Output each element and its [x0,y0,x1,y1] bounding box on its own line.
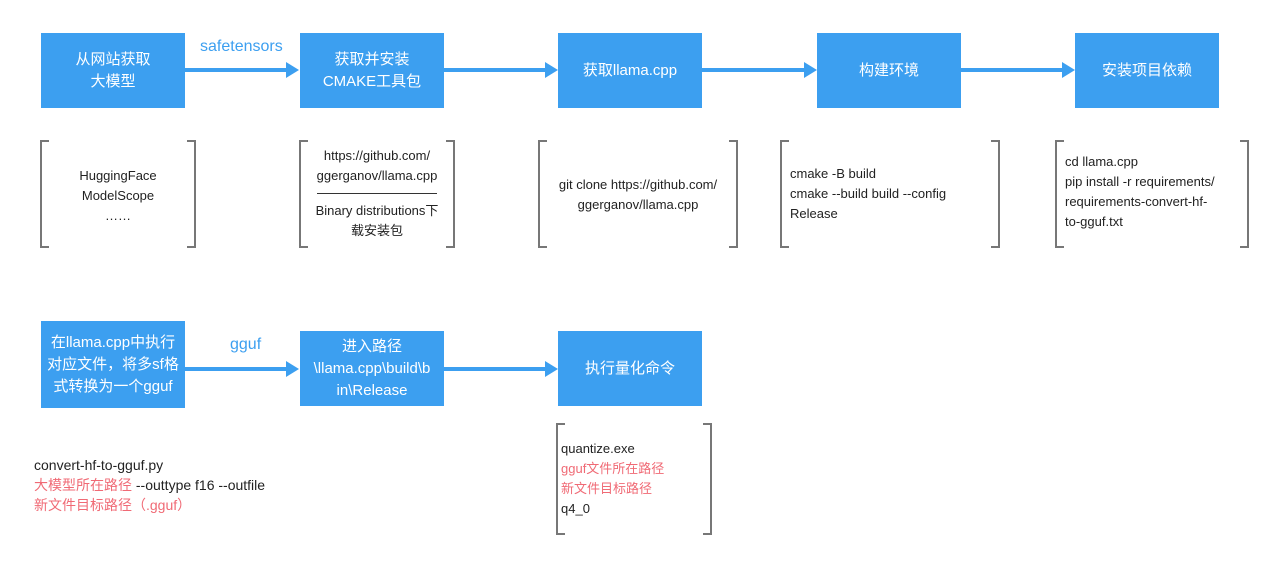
arrow-5 [185,361,299,377]
step-convert-gguf: 在llama.cpp中执行 对应文件，将多sf格 式转换为一个gguf [41,321,185,408]
note-convert-command: convert-hf-to-gguf.py 大模型所在路径 --outtype … [34,457,266,513]
note-git-clone: git clone https://github.com/ ggerganov/… [538,140,738,248]
step-install-deps: 安装项目依赖 [1075,33,1219,108]
note-model-sources: HuggingFace ModelScope …… [40,140,196,248]
arrow-1 [185,62,299,78]
step-install-cmake: 获取并安装 CMAKE工具包 [300,33,444,108]
arrow-label-gguf: gguf [230,336,262,353]
step-enter-path: 进入路径 \llama.cpp\build\b in\Release [300,331,444,406]
arrow-label-safetensors: safetensors [200,38,283,55]
arrow-2 [444,62,558,78]
arrow-3 [702,62,817,78]
note-cmake-source: https://github.com/ ggerganov/llama.cpp … [299,140,455,248]
step-get-llama-cpp: 获取llama.cpp [558,33,702,108]
note-divider [317,193,437,194]
step-build-env: 构建环境 [817,33,961,108]
note-quantize-command: quantize.exe gguf文件所在路径 新文件目标路径 q4_0 [556,423,712,535]
step-quantize: 执行量化命令 [558,331,702,406]
note-cmake-build: cmake -B build cmake --build build --con… [780,140,1000,248]
step-get-model: 从网站获取 大模型 [41,33,185,108]
note-pip-install: cd llama.cpp pip install -r requirements… [1055,140,1249,248]
arrow-4 [961,62,1075,78]
arrow-6 [444,361,558,377]
